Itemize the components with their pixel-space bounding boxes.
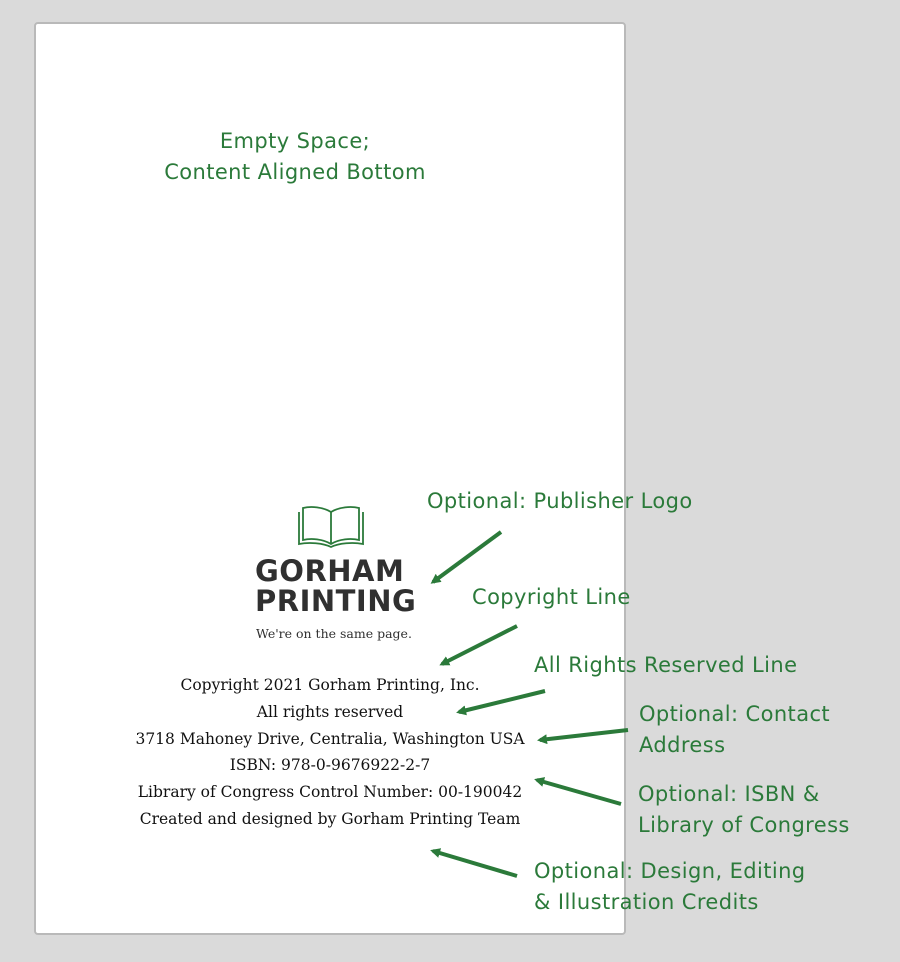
copyright-line-annotation: Copyright Line [472,585,631,609]
publisher-name-line2: PRINTING [255,584,417,618]
credits-annotation: Optional: Design, Editing & Illustration… [534,856,806,918]
open-book-icon [298,506,364,548]
isbn-line: ISBN: 978-0-9676922-2-7 [229,756,431,775]
credits-line: Created and designed by Gorham Printing … [139,809,521,828]
credits-annotation-line1: Optional: Design, Editing [534,859,806,883]
isbn-annotation: Optional: ISBN & Library of Congress [638,779,850,841]
publisher-logo-arrow [430,530,503,584]
empty-space-note-line2: Content Aligned Bottom [164,160,426,184]
publisher-name-line1: GORHAM [255,554,405,588]
publisher-name: GORHAM PRINTING [255,556,416,616]
isbn-annotation-line1: Optional: ISBN & [638,782,820,806]
rights-line-annotation: All Rights Reserved Line [534,653,798,677]
copyright-page [34,22,626,935]
contact-annotation-line1: Optional: Contact [639,702,831,726]
rights-line: All rights reserved [256,702,404,721]
copyright-text-block: Copyright 2021 Gorham Printing, Inc. All… [110,672,550,833]
empty-space-note-line1: Empty Space; [219,129,371,153]
copyright-line: Copyright 2021 Gorham Printing, Inc. [180,676,480,694]
address-line: 3718 Mahoney Drive, Centralia, Washingto… [135,729,525,748]
publisher-logo: GORHAM PRINTING We're on the same page. [255,504,416,644]
credits-arrow [430,848,518,878]
contact-address-arrow [537,728,629,745]
rights-line-arrow [456,689,546,716]
library-of-congress-line: Library of Congress Control Number: 00-1… [137,783,523,802]
copyright-line-arrow [439,624,518,666]
empty-space-note: Empty Space; Content Aligned Bottom [130,126,460,188]
publisher-logo-annotation: Optional: Publisher Logo [427,489,693,513]
credits-annotation-line2: & Illustration Credits [534,890,759,914]
isbn-annotation-line2: Library of Congress [638,813,850,837]
contact-address-annotation: Optional: Contact Address [639,699,830,761]
isbn-arrow [534,777,622,806]
publisher-tagline: We're on the same page. [256,626,412,641]
contact-annotation-line2: Address [639,733,726,757]
